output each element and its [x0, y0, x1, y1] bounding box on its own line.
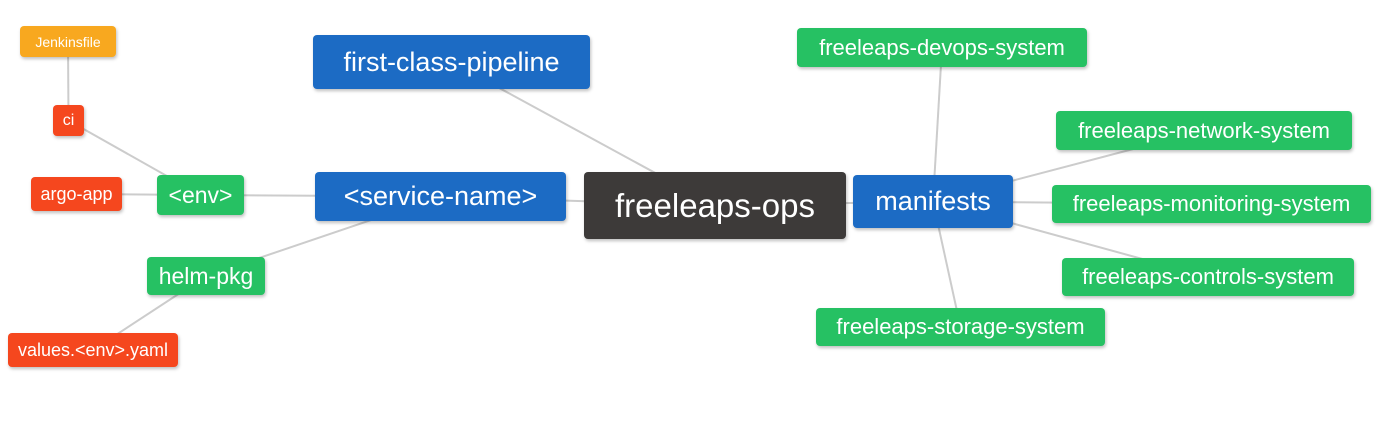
node-label: <env>: [168, 181, 233, 208]
node-argo-app[interactable]: argo-app: [31, 177, 122, 211]
node-jenkinsfile[interactable]: Jenkinsfile: [20, 26, 116, 57]
node-label: values.<env>.yaml: [17, 340, 169, 360]
node-label: freeleaps-ops: [615, 187, 815, 224]
node-controls-system[interactable]: freeleaps-controls-system: [1062, 258, 1354, 296]
node-helm-pkg[interactable]: helm-pkg: [147, 257, 265, 295]
node-network-system[interactable]: freeleaps-network-system: [1056, 111, 1352, 150]
node-values-env-yaml[interactable]: values.<env>.yaml: [8, 333, 178, 367]
node-service-name[interactable]: <service-name>: [315, 172, 566, 221]
node-label: freeleaps-devops-system: [819, 34, 1065, 60]
node-label: helm-pkg: [158, 262, 254, 289]
node-label: freeleaps-controls-system: [1082, 264, 1334, 289]
node-label: first-class-pipeline: [343, 46, 560, 77]
node-first-class-pipeline[interactable]: first-class-pipeline: [313, 35, 590, 89]
node-freeleaps-ops[interactable]: freeleaps-ops: [584, 172, 846, 239]
node-env[interactable]: <env>: [157, 175, 244, 215]
node-manifests[interactable]: manifests: [853, 175, 1013, 228]
node-label: ci: [62, 111, 75, 129]
node-label: <service-name>: [343, 181, 538, 211]
node-label: Jenkinsfile: [35, 33, 101, 50]
node-monitoring-system[interactable]: freeleaps-monitoring-system: [1052, 185, 1371, 223]
node-storage-system[interactable]: freeleaps-storage-system: [816, 308, 1105, 346]
node-ci[interactable]: ci: [53, 105, 84, 136]
node-label: argo-app: [40, 184, 113, 204]
node-label: freeleaps-storage-system: [836, 314, 1085, 339]
node-label: manifests: [875, 186, 991, 216]
node-devops-system[interactable]: freeleaps-devops-system: [797, 28, 1087, 67]
node-label: freeleaps-monitoring-system: [1072, 191, 1351, 216]
node-label: freeleaps-network-system: [1078, 117, 1330, 143]
